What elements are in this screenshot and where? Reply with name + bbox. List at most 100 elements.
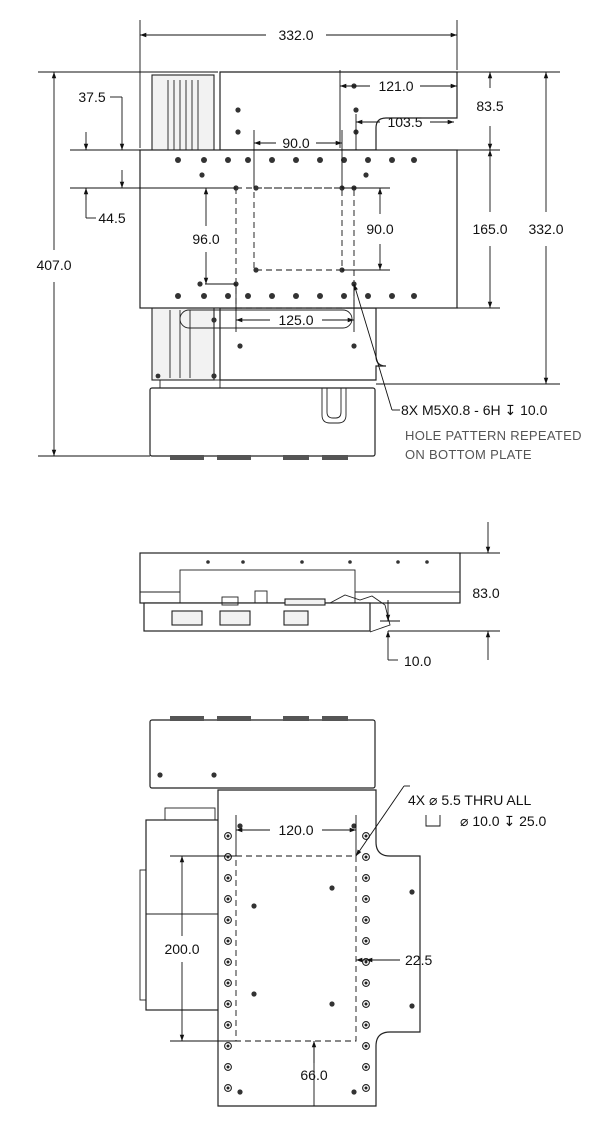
dim-90-h: 90.0: [282, 135, 309, 151]
side-connector-3: [283, 610, 309, 626]
hole: [364, 1065, 368, 1069]
dim-22-5: 22.5: [405, 952, 432, 968]
top-mounting-holes: [155, 83, 417, 379]
hole: [409, 1003, 415, 1009]
note-line-1: HOLE PATTERN REPEATED: [405, 428, 582, 443]
hole: [329, 1001, 335, 1007]
hole: [269, 293, 275, 299]
top-motor-upper: [151, 74, 215, 153]
hole: [364, 897, 368, 901]
top-electronics-box: [149, 387, 376, 457]
hole: [235, 107, 241, 113]
dim-83-0: 83.0: [472, 585, 499, 601]
hole: [365, 293, 371, 299]
dim-332-v: 332.0: [528, 221, 563, 237]
hole: [175, 293, 181, 299]
top-base-plate: [139, 149, 458, 309]
hole: [226, 1086, 230, 1090]
hole: [364, 939, 368, 943]
top-handle: [321, 388, 347, 424]
hole: [365, 157, 371, 163]
hole: [269, 157, 275, 163]
hole: [351, 343, 357, 349]
hole: [157, 772, 163, 778]
hole: [197, 281, 203, 287]
hole: [341, 157, 347, 163]
hole: [364, 918, 368, 922]
hole: [363, 172, 369, 178]
hole: [226, 1044, 230, 1048]
hole: [237, 343, 243, 349]
top-pattern-outer: [235, 187, 355, 309]
top-connector-strip: [159, 379, 221, 389]
hole: [364, 1002, 368, 1006]
hole: [226, 1023, 230, 1027]
hole: [409, 889, 415, 895]
top-carriage-plate: [219, 71, 458, 151]
dim-90-v: 90.0: [366, 221, 393, 237]
hole: [351, 1089, 357, 1095]
dim-96: 96.0: [192, 231, 219, 247]
hole: [364, 834, 368, 838]
hole: [317, 293, 323, 299]
side-cable-clamp: [329, 594, 391, 633]
hole: [155, 373, 161, 379]
dim-44-5: 44.5: [98, 210, 125, 226]
hole: [253, 185, 259, 191]
hole: [389, 157, 395, 163]
hole: [364, 1044, 368, 1048]
dim-103: 103.5: [387, 114, 422, 130]
dim-407: 407.0: [36, 257, 71, 273]
hole: [251, 991, 257, 997]
dim-overall-width: 332.0: [278, 27, 313, 43]
hole: [389, 293, 395, 299]
bottom-electronics-box: [149, 719, 376, 789]
hole: [226, 960, 230, 964]
hole: [226, 1002, 230, 1006]
side-connector-2: [219, 610, 251, 626]
hole: [364, 876, 368, 880]
hole: [201, 293, 207, 299]
hole: [225, 293, 231, 299]
dim-165: 165.0: [472, 221, 507, 237]
thru-callout-line-2: ⌀ 10.0 ↧ 25.0: [460, 813, 547, 829]
hole: [201, 157, 207, 163]
dim-37-5: 37.5: [78, 89, 105, 105]
hole: [411, 157, 417, 163]
bottom-motor-block: [145, 819, 221, 1011]
hole: [293, 293, 299, 299]
bottom-plate: [217, 789, 421, 1107]
hole: [364, 960, 368, 964]
dim-66: 66.0: [300, 1067, 327, 1083]
dim-121: 121.0: [378, 78, 413, 94]
hole: [225, 157, 231, 163]
side-view: 83.0 10.0: [139, 522, 500, 669]
hole: [351, 823, 357, 829]
hole: [237, 823, 243, 829]
hole: [364, 981, 368, 985]
bottom-pattern: [235, 855, 357, 1042]
hole: [199, 172, 205, 178]
hole: [235, 129, 241, 135]
dim-10: 10.0: [404, 653, 431, 669]
hole: [341, 293, 347, 299]
hole: [211, 772, 217, 778]
dim-120: 120.0: [278, 822, 313, 838]
dim-200: 200.0: [164, 941, 199, 957]
top-motor-lower: [151, 304, 215, 381]
hole: [211, 317, 217, 323]
hole: [226, 876, 230, 880]
hole: [364, 1086, 368, 1090]
hole: [226, 939, 230, 943]
dim-125: 125.0: [278, 312, 313, 328]
top-view: 332.0 121.0 103.5 83.5 90.0 90.0: [36, 20, 581, 462]
hole: [253, 267, 259, 273]
thread-callout: 8X M5X0.8 - 6H ↧ 10.0: [401, 402, 548, 418]
bottom-view: 4X ⌀ 5.5 THRU ALL ⌀ 10.0 ↧ 25.0 120.0 20…: [139, 716, 547, 1107]
dim-83-5: 83.5: [476, 98, 503, 114]
hole: [175, 157, 181, 163]
hole: [226, 1065, 230, 1069]
hole: [245, 157, 251, 163]
hole: [353, 107, 359, 113]
